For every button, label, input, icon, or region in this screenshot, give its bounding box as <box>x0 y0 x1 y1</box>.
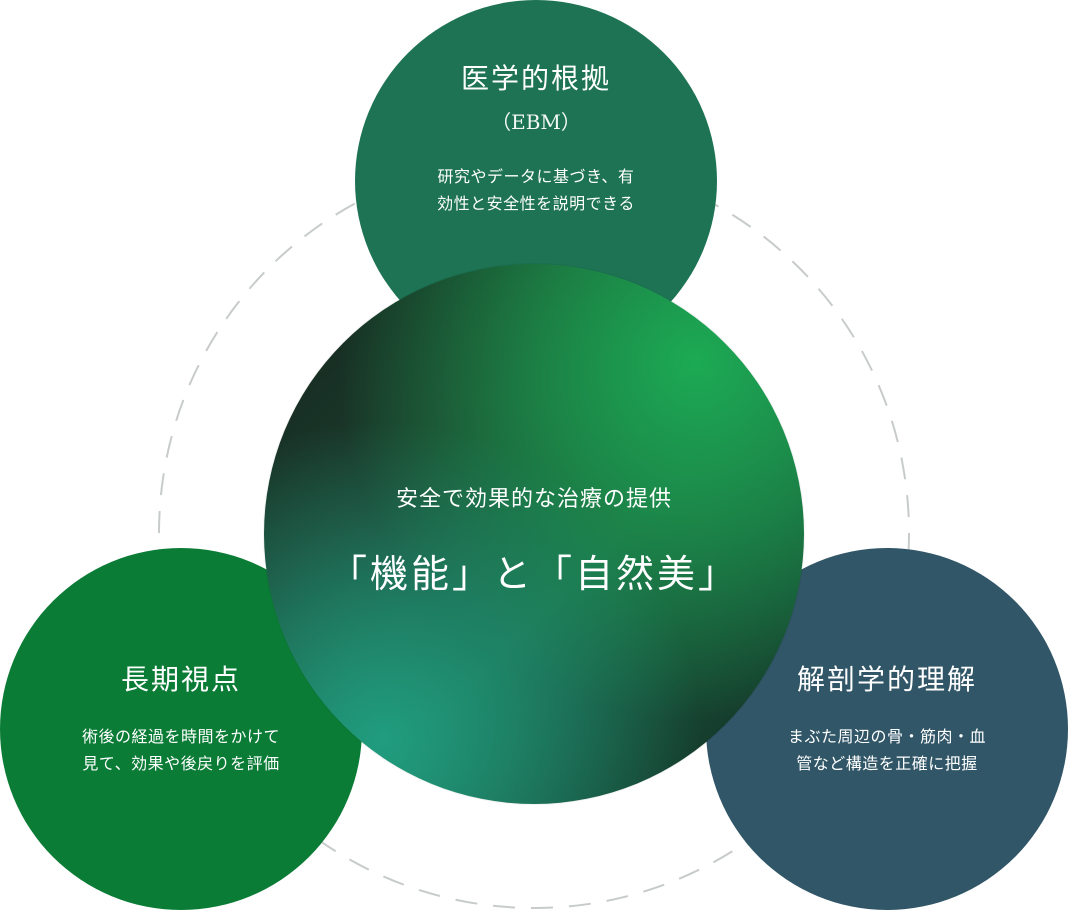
evidence-description: 研究やデータに基づき、有 効性と安全性を説明できる <box>437 163 635 217</box>
evidence-subtitle: （EBM） <box>491 109 581 134</box>
anatomy-desc-line-2: 管など構造を正確に把握 <box>796 753 978 773</box>
long-term-title: 長期視点 <box>120 663 241 697</box>
evidence-desc-line-1: 研究やデータに基づき、有 <box>437 166 635 186</box>
long-term-desc-line-2: 見て、効果や後戻りを評価 <box>82 753 280 773</box>
center-main-text: 「機能」と「自然美」 <box>328 551 739 596</box>
evidence-desc-line-2: 効性と安全性を説明できる <box>437 193 635 213</box>
long-term-desc-line-1: 術後の経過を時間をかけて <box>81 726 280 746</box>
anatomy-description: まぶた周辺の骨・筋肉・血 管など構造を正確に把握 <box>788 723 986 777</box>
evidence-title: 医学的根拠 <box>460 62 611 95</box>
long-term-description: 術後の経過を時間をかけて 見て、効果や後戻りを評価 <box>82 723 280 777</box>
center-lead-text: 安全で効果的な治療の提供 <box>395 486 672 512</box>
anatomy-desc-line-1: まぶた周辺の骨・筋肉・血 <box>787 726 986 746</box>
anatomy-title: 解剖学的理解 <box>796 663 977 697</box>
center-circle: 安全で効果的な治療の提供 「機能」と「自然美」 <box>264 264 804 804</box>
